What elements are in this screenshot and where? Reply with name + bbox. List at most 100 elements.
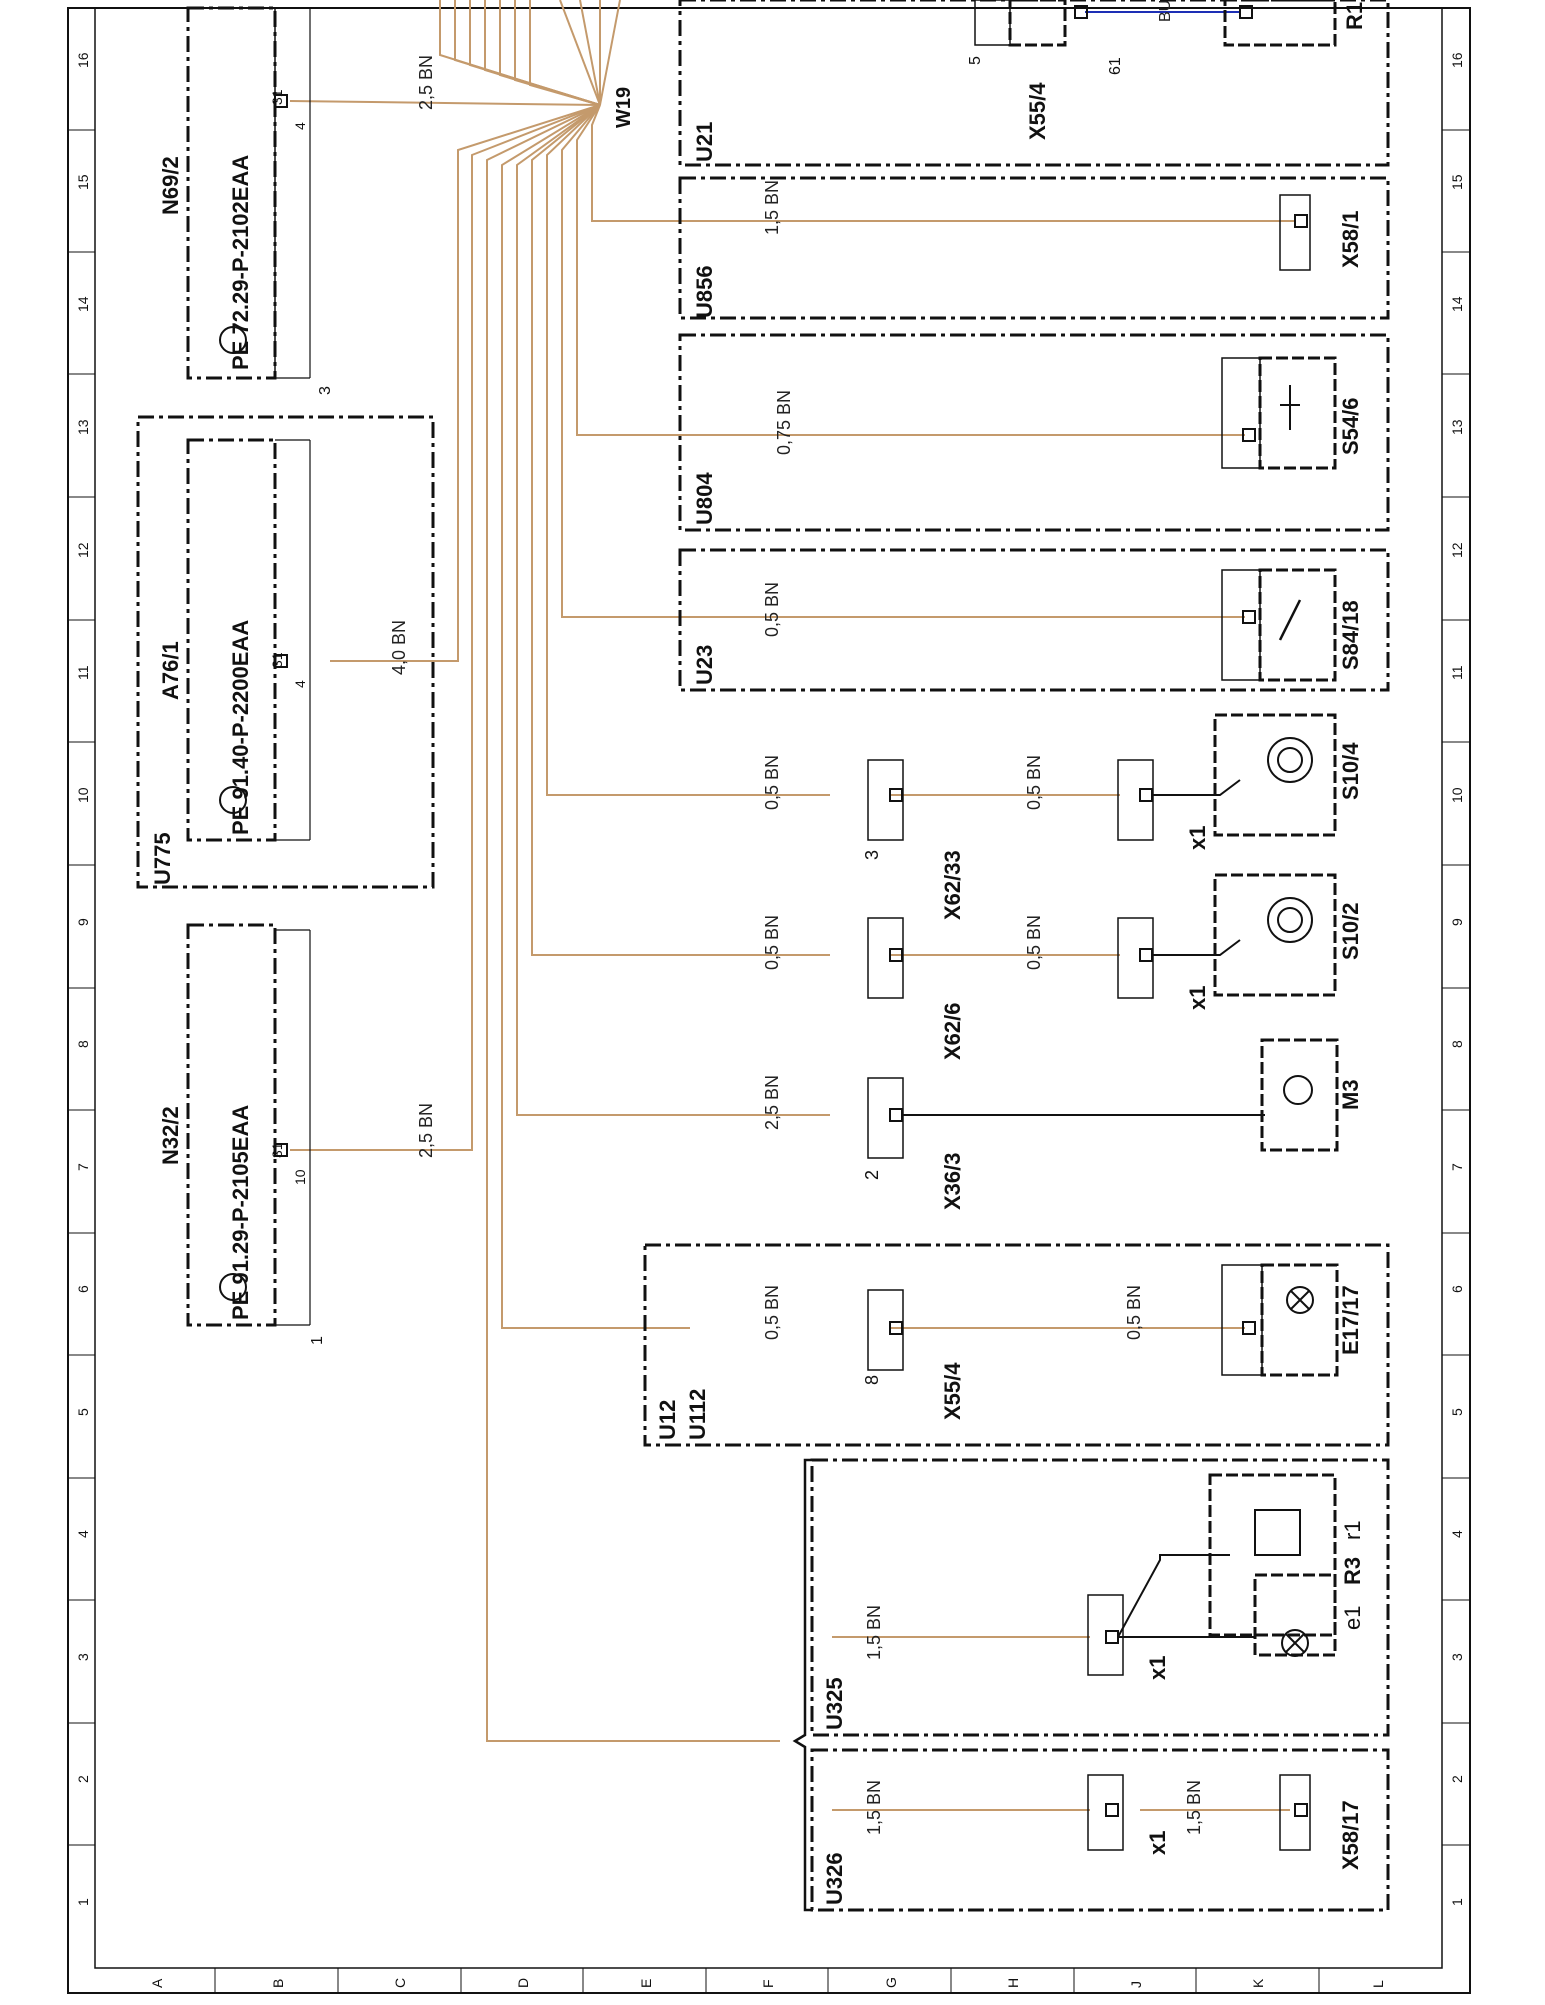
connector-label: X62/6 <box>940 1003 965 1061</box>
component-label: S54/6 <box>1338 398 1363 456</box>
row-ruler <box>95 1967 1442 1993</box>
col-label: 10 <box>1449 787 1465 803</box>
group-brace <box>792 1458 812 1912</box>
connector-label: X62/33 <box>940 850 965 920</box>
box-label: U12 <box>655 1400 680 1440</box>
pin-number: 3 <box>317 386 334 395</box>
wire-spec: 1,5 BN <box>762 180 782 235</box>
column-ruler-right <box>1442 129 1470 1846</box>
col-label: 16 <box>1449 52 1465 68</box>
col-label: 13 <box>1449 419 1465 435</box>
component-label: X58/17 <box>1338 1800 1363 1870</box>
row-label: B <box>270 1979 286 1988</box>
wire-spec: 2,5 BN <box>762 1075 782 1130</box>
wire-spec: 2,5 BN <box>416 55 436 110</box>
row-letters: A B C D E F G H J K L <box>149 1977 1386 1988</box>
box-label: U23 <box>692 645 717 685</box>
component-label: E17/17 <box>1338 1285 1363 1355</box>
wire-spec: 0,5 BN <box>762 915 782 970</box>
pe-reference: PE 72.29-P-2102EAA <box>228 155 253 370</box>
col-label: 7 <box>75 1163 91 1171</box>
switch-icon <box>1278 599 1302 641</box>
col-label: 14 <box>1449 296 1465 312</box>
pin-number: 2 <box>862 1170 882 1180</box>
row-label: K <box>1250 1978 1266 1988</box>
pin-number: 61 <box>1107 57 1124 75</box>
box-label: U112 <box>685 1389 710 1440</box>
col-label: 9 <box>1449 918 1465 926</box>
col-label: 2 <box>1449 1775 1465 1783</box>
row-label: G <box>883 1977 899 1988</box>
col-label: 8 <box>75 1040 91 1048</box>
column-numbers-right: 16 15 14 13 12 11 10 9 8 7 6 5 4 3 2 1 <box>1449 52 1465 1906</box>
wire-spec: 2,5 BN <box>416 1103 436 1158</box>
wire-spec: 0,5 BN <box>762 1285 782 1340</box>
component-label: M3 <box>1338 1079 1363 1110</box>
row-label: F <box>760 1979 776 1988</box>
col-label: 12 <box>75 542 91 558</box>
wire-spec: BU <box>1157 0 1174 22</box>
component-sublabel: e1 <box>1340 1606 1365 1630</box>
column-numbers-left: 16 15 14 13 12 11 10 9 8 7 6 5 4 3 2 1 <box>75 52 91 1906</box>
box-u12: U12 U112 X55/4 8 E17/17 0,5 BN 0,5 BN <box>643 1243 1390 1447</box>
pin-number: 31 <box>269 1142 285 1158</box>
wire-spec: 0,5 BN <box>1124 1285 1144 1340</box>
pin-number: 8 <box>862 1375 882 1385</box>
box-u325: U325 x1 e1 R3 r1 1,5 BN <box>810 1458 1390 1737</box>
component-s10-2: X62/6 x1 S10/2 0,5 BN 0,5 BN <box>762 873 1363 1061</box>
wire-spec: 0,5 BN <box>762 582 782 637</box>
box-u856: U856 X58/1 1,5 BN <box>678 176 1390 320</box>
connector-label: X36/3 <box>940 1153 965 1211</box>
ground-point-icon <box>219 786 247 814</box>
col-label: 9 <box>75 918 91 926</box>
component-m3: X36/3 2 M3 2,5 BN <box>762 1038 1363 1211</box>
switch-icon <box>1280 385 1300 430</box>
col-label: 4 <box>75 1530 91 1538</box>
col-label: 5 <box>75 1408 91 1416</box>
connector-label: X55/4 <box>1025 82 1050 140</box>
box-label: U856 <box>692 265 717 318</box>
component-label: S10/2 <box>1338 903 1363 961</box>
wire-spec: 0,5 BN <box>1024 755 1044 810</box>
motor-icon <box>1283 1075 1313 1105</box>
row-label: E <box>638 1979 654 1988</box>
pin-label: x1 <box>1185 986 1210 1010</box>
pin-number: 31 <box>269 89 285 105</box>
splice-label: W19 <box>613 87 635 128</box>
component-s10-4: X62/33 3 x1 S10/4 0,5 BN 0,5 BN <box>762 713 1363 920</box>
pin-number: 1 <box>309 1336 326 1345</box>
pe-reference: PE 91.29-P-2105EAA <box>228 1105 253 1320</box>
component-label: R1 <box>1342 2 1367 30</box>
horn-icon <box>1267 897 1313 943</box>
row-label: A <box>149 1978 165 1988</box>
box-label: U326 <box>822 1852 847 1905</box>
col-label: 7 <box>1449 1163 1465 1171</box>
pin-number: 3 <box>862 850 882 860</box>
box-label: U804 <box>692 472 717 525</box>
col-label: 6 <box>1449 1285 1465 1293</box>
module-label: N69/2 <box>158 156 183 215</box>
col-label: 15 <box>1449 174 1465 190</box>
wire-spec: 0,5 BN <box>1024 915 1044 970</box>
box-u804: U804 S54/6 0,75 BN <box>678 333 1390 532</box>
pin-label: x1 <box>1145 1831 1170 1855</box>
module-a76-1: A76/1 PE 91.40-P-2200EAA 31 4 4,0 BN U77… <box>136 415 435 889</box>
ground-point-icon <box>219 1273 247 1301</box>
wire-spec: 0,5 BN <box>762 755 782 810</box>
col-label: 14 <box>75 296 91 312</box>
lamp-icon <box>1286 1286 1314 1314</box>
column-ruler <box>68 129 95 1846</box>
pin-label: x1 <box>1185 826 1210 850</box>
col-label: 12 <box>1449 542 1465 558</box>
lamp-icon <box>1281 1629 1309 1657</box>
component-label: S84/18 <box>1338 600 1363 670</box>
pin-number: 5 <box>967 56 984 65</box>
col-label: 4 <box>1449 1530 1465 1538</box>
outer-frame <box>67 7 1471 1994</box>
wire-spec: 1,5 BN <box>1184 1780 1204 1835</box>
horn-icon <box>1267 737 1313 783</box>
col-label: 8 <box>1449 1040 1465 1048</box>
row-label: C <box>392 1978 408 1988</box>
box-label: U775 <box>150 832 175 885</box>
